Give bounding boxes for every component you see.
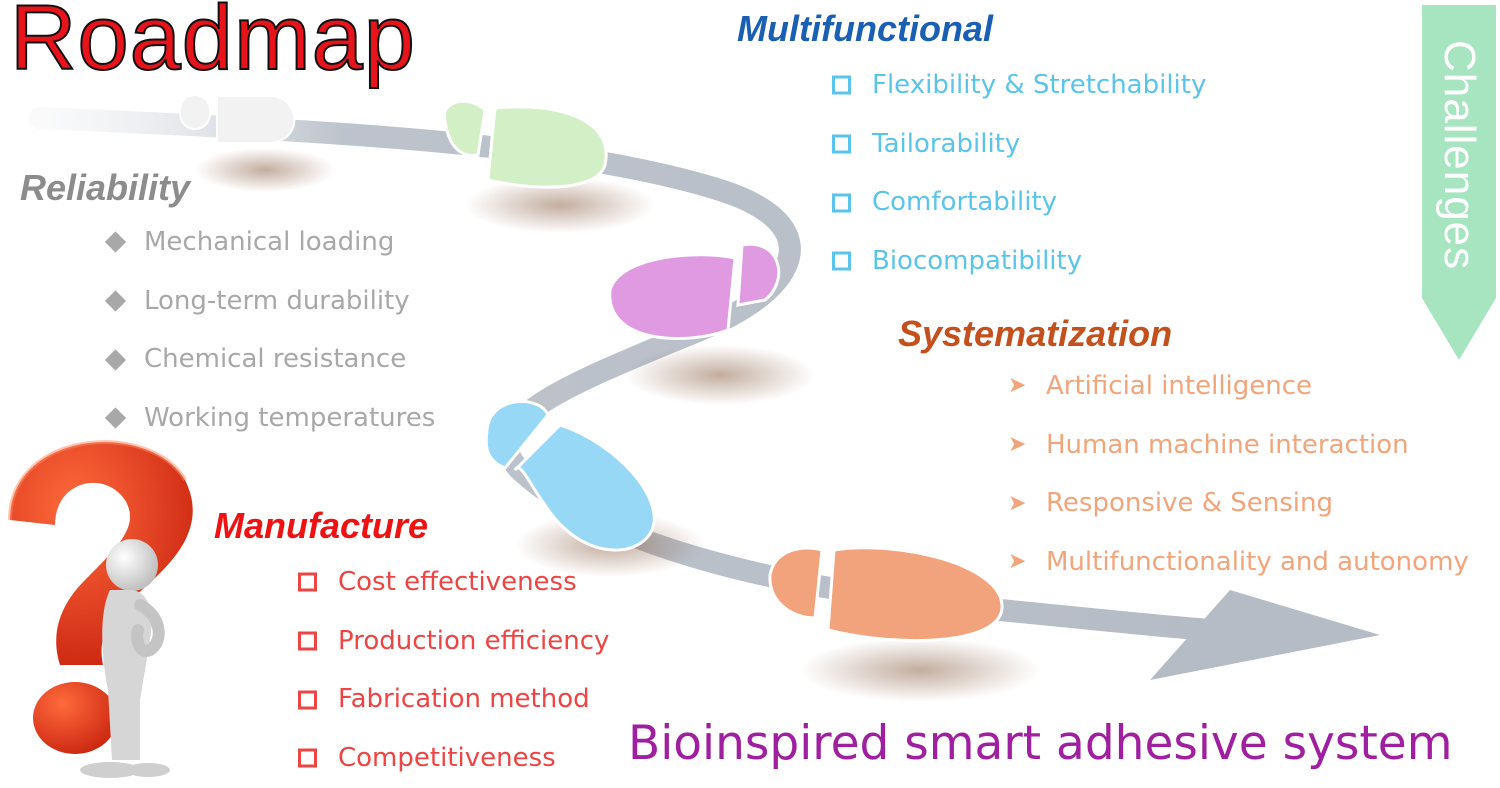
list-item: Production efficiency (298, 612, 609, 671)
list-item-label: Long-term durability (144, 285, 410, 316)
list-item: Cost effectiveness (298, 553, 609, 612)
list-item: Fabrication method (298, 670, 609, 729)
arrowhead-bullet-icon: ➤ (1008, 373, 1027, 399)
reliability-list: Mechanical loading Long-term durability … (104, 213, 435, 448)
list-item-label: Chemical resistance (144, 344, 407, 375)
diamond-bullet-icon (104, 407, 127, 430)
list-item-label: Comfortability (872, 187, 1058, 218)
footprint-icon (443, 99, 655, 233)
arrowhead-bullet-icon: ➤ (1008, 490, 1027, 516)
footprint-icon (608, 242, 815, 405)
list-item: ➤ Artificial intelligence (1006, 357, 1469, 416)
list-item-label: Competitiveness (338, 743, 556, 774)
square-bullet-icon (298, 690, 317, 710)
square-bullet-icon (832, 193, 851, 213)
list-item-label: Responsive & Sensing (1046, 488, 1334, 519)
list-item-label: Production efficiency (338, 625, 610, 656)
list-item-label: Cost effectiveness (338, 567, 577, 597)
square-bullet-icon (298, 572, 317, 592)
list-item-label: Artificial intelligence (1046, 371, 1313, 401)
list-item: Comfortability (832, 173, 1206, 232)
list-item: Working temperatures (104, 389, 435, 448)
list-item: ➤ Responsive & Sensing (1006, 474, 1469, 533)
list-item-label: Working temperatures (144, 403, 436, 434)
multifunctional-list: Flexibility & Stretchability Tailorabili… (832, 56, 1206, 291)
list-item-label: Human machine interaction (1046, 429, 1409, 460)
square-bullet-icon (832, 134, 851, 154)
question-mark-icon (8, 440, 193, 754)
list-item-label: Biocompatibility (872, 246, 1083, 277)
reliability-heading: Reliability (20, 167, 191, 208)
list-item-label: Fabrication method (338, 684, 590, 715)
list-item-label: Mechanical loading (144, 227, 395, 257)
diamond-bullet-icon (104, 290, 127, 312)
thinking-person-icon (80, 539, 170, 778)
list-item: Long-term durability (104, 272, 435, 331)
diamond-bullet-icon (104, 231, 127, 253)
footprint-icon (484, 400, 705, 577)
page-title: Roadmap (9, 0, 416, 90)
list-item: Competitiveness (298, 729, 609, 788)
manufacture-heading: Manufacture (214, 505, 429, 546)
challenges-banner (1422, 5, 1496, 360)
arrowhead-bullet-icon: ➤ (1008, 432, 1027, 458)
multifunctional-heading: Multifunctional (737, 8, 993, 49)
challenges-label: Challenges (1435, 39, 1484, 271)
manufacture-list: Cost effectiveness Production efficiency… (298, 553, 609, 788)
footprint-icon (768, 546, 1040, 702)
list-item-label: Flexibility & Stretchability (872, 70, 1207, 100)
square-bullet-icon (832, 251, 851, 271)
systematization-heading: Systematization (898, 313, 1173, 354)
list-item-label: Tailorability (872, 128, 1021, 159)
list-item: Mechanical loading (104, 213, 435, 272)
list-item-label: Multifunctionality and autonomy (1046, 547, 1469, 578)
square-bullet-icon (832, 75, 851, 95)
list-item: Flexibility & Stretchability (832, 56, 1206, 115)
list-item: Tailorability (832, 115, 1206, 174)
bottom-tagline: Bioinspired smart adhesive system (628, 716, 1453, 771)
list-item: ➤ Multifunctionality and autonomy (1006, 533, 1469, 592)
diamond-bullet-icon (104, 349, 127, 371)
arrowhead-bullet-icon: ➤ (1008, 549, 1027, 575)
systematization-list: ➤ Artificial intelligence ➤ Human machine … (1006, 357, 1469, 592)
square-bullet-icon (298, 631, 317, 651)
roadmap-arrow-head (1150, 590, 1380, 680)
footprint-icon (179, 94, 335, 192)
list-item: ➤ Human machine interaction (1006, 416, 1469, 475)
list-item: Biocompatibility (832, 232, 1206, 291)
square-bullet-icon (298, 748, 317, 768)
list-item: Chemical resistance (104, 330, 435, 389)
